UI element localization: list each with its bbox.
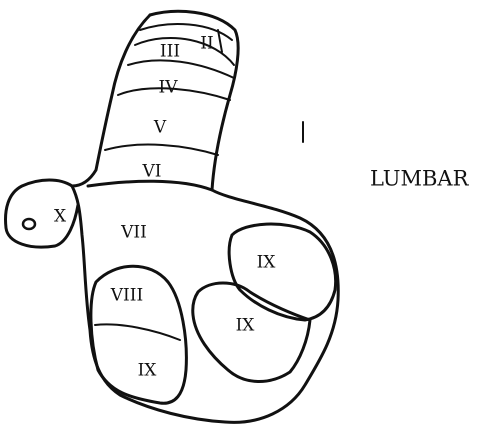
lamina-ix-lateral-island — [229, 224, 335, 320]
label-lamina-ix-medial: IX — [138, 361, 158, 381]
label-lamina-ii: II — [200, 34, 213, 54]
diagram-title: LUMBAR — [370, 167, 470, 191]
boundary-iii-iv — [128, 60, 234, 78]
label-lamina-v: V — [153, 118, 167, 138]
boundary-viii-ix — [95, 324, 180, 340]
label-lamina-ix-middle: IX — [236, 316, 256, 336]
dorsal-horn-left-border — [72, 15, 150, 186]
label-lamina-iv: IV — [159, 78, 179, 98]
central-canal-icon — [23, 219, 35, 229]
label-lamina-iii: III — [160, 42, 180, 62]
label-lamina-viii: VIII — [110, 286, 143, 306]
boundary-vi-vii — [88, 181, 212, 190]
label-lamina-vii: VII — [120, 223, 147, 243]
boundary-v-vi — [105, 145, 218, 155]
label-lamina-vi: VI — [142, 162, 162, 182]
label-lamina-ix-lateral: IX — [257, 253, 277, 273]
label-lamina-x: X — [54, 207, 67, 227]
